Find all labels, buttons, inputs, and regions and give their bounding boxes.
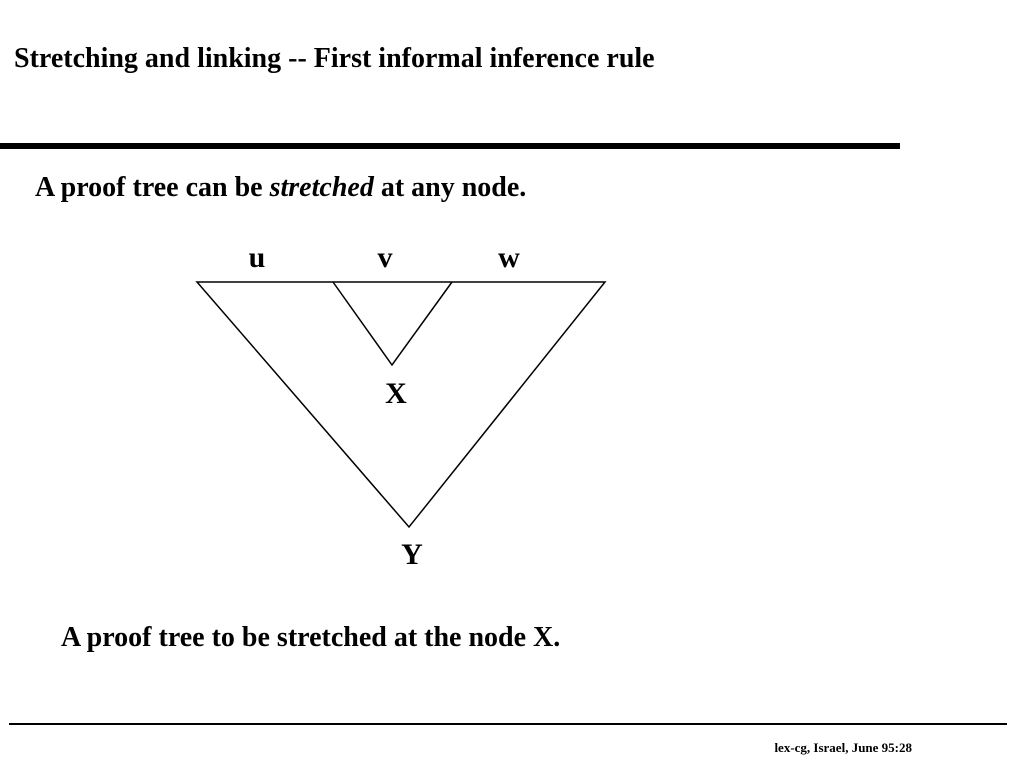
leaf-label-w: w [498,241,520,274]
leaf-label-v: v [378,241,393,274]
node-label-x: X [385,377,407,410]
statement-text-before: A proof tree can be [35,172,270,203]
slide-title: Stretching and linking -- First informal… [14,43,655,74]
statement-text-after: at any node. [373,172,527,203]
footer-divider [9,723,1007,725]
root-label-y: Y [401,538,423,571]
outer-proof-tree [195,281,607,529]
statement: A proof tree can be stretched at any nod… [35,172,526,204]
title-divider [0,143,900,149]
diagram-caption: A proof tree to be stretched at the node… [61,622,561,653]
footer-text: lex-cg, Israel, June 95:28 [774,740,912,755]
statement-emphasis: stretched [269,172,374,203]
leaf-label-u: u [249,241,266,274]
inner-subtree-x [332,281,453,367]
